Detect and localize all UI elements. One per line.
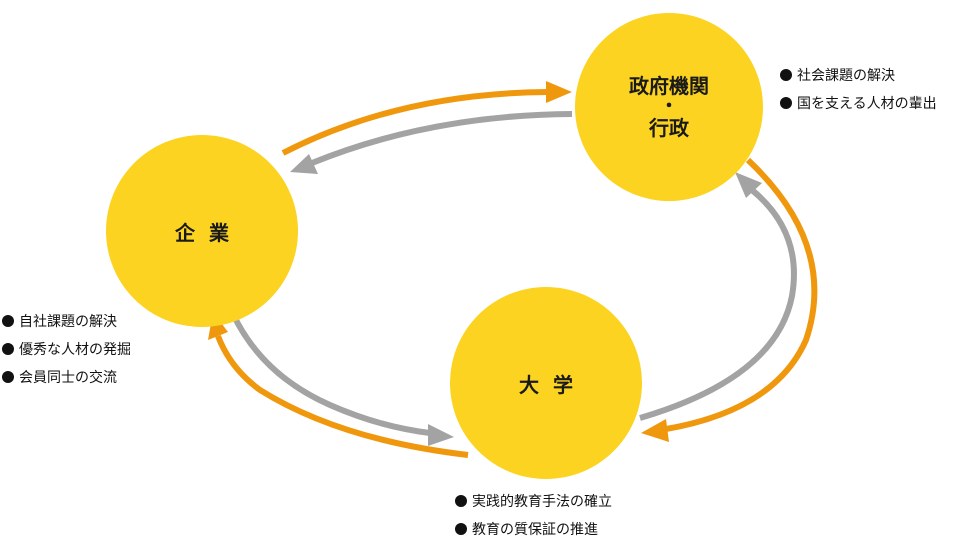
arrowhead-univ-to-gov: [735, 172, 762, 198]
bullet-icon: [780, 69, 792, 81]
list-item: 教育の質保証の推進: [455, 516, 612, 544]
arrowhead-gov-to-univ: [641, 419, 669, 442]
arrowhead-company-to-gov: [546, 81, 572, 103]
company-node: 企業: [106, 135, 298, 327]
arrow-gov-to-univ: [665, 157, 818, 432]
list-item: 優秀な人材の発掘: [2, 336, 131, 364]
arrow-gov-to-company: [310, 111, 573, 166]
bullet-icon: [2, 371, 14, 383]
arrow-company-to-gov: [281, 89, 549, 156]
list-item: 国を支える人材の輩出: [780, 90, 937, 118]
university-label: 大学: [519, 372, 587, 397]
list-item: 自社課題の解決: [2, 308, 131, 336]
list-item: 社会課題の解決: [780, 62, 937, 90]
arrow-univ-to-gov: [639, 187, 797, 421]
government-label-line2: 行政: [649, 116, 689, 140]
arrowhead-gov-to-company: [290, 154, 318, 174]
company-benefits-list: 自社課題の解決 優秀な人材の発掘 会員同士の交流: [2, 308, 131, 392]
government-label-separator: ・: [660, 96, 678, 117]
arrow-univ-to-company: [215, 334, 469, 458]
bullet-icon: [2, 343, 14, 355]
government-benefits-list: 社会課題の解決 国を支える人材の輩出: [780, 62, 937, 118]
arrow-company-to-univ: [230, 312, 431, 436]
list-item: 会員同士の交流: [2, 364, 131, 392]
university-benefits-list: 実践的教育手法の確立 教育の質保証の推進: [455, 488, 612, 544]
government-label-line1: 政府機関: [629, 74, 709, 98]
company-label: 企業: [175, 220, 243, 245]
list-item: 実践的教育手法の確立: [455, 488, 612, 516]
bullet-icon: [455, 523, 467, 535]
bullet-icon: [2, 315, 14, 327]
bullet-icon: [780, 97, 792, 109]
government-node: 政府機関 ・ 行政: [575, 13, 763, 201]
university-node: 大学: [450, 287, 642, 479]
bullet-icon: [455, 495, 467, 507]
arrowhead-company-to-univ: [428, 424, 454, 446]
